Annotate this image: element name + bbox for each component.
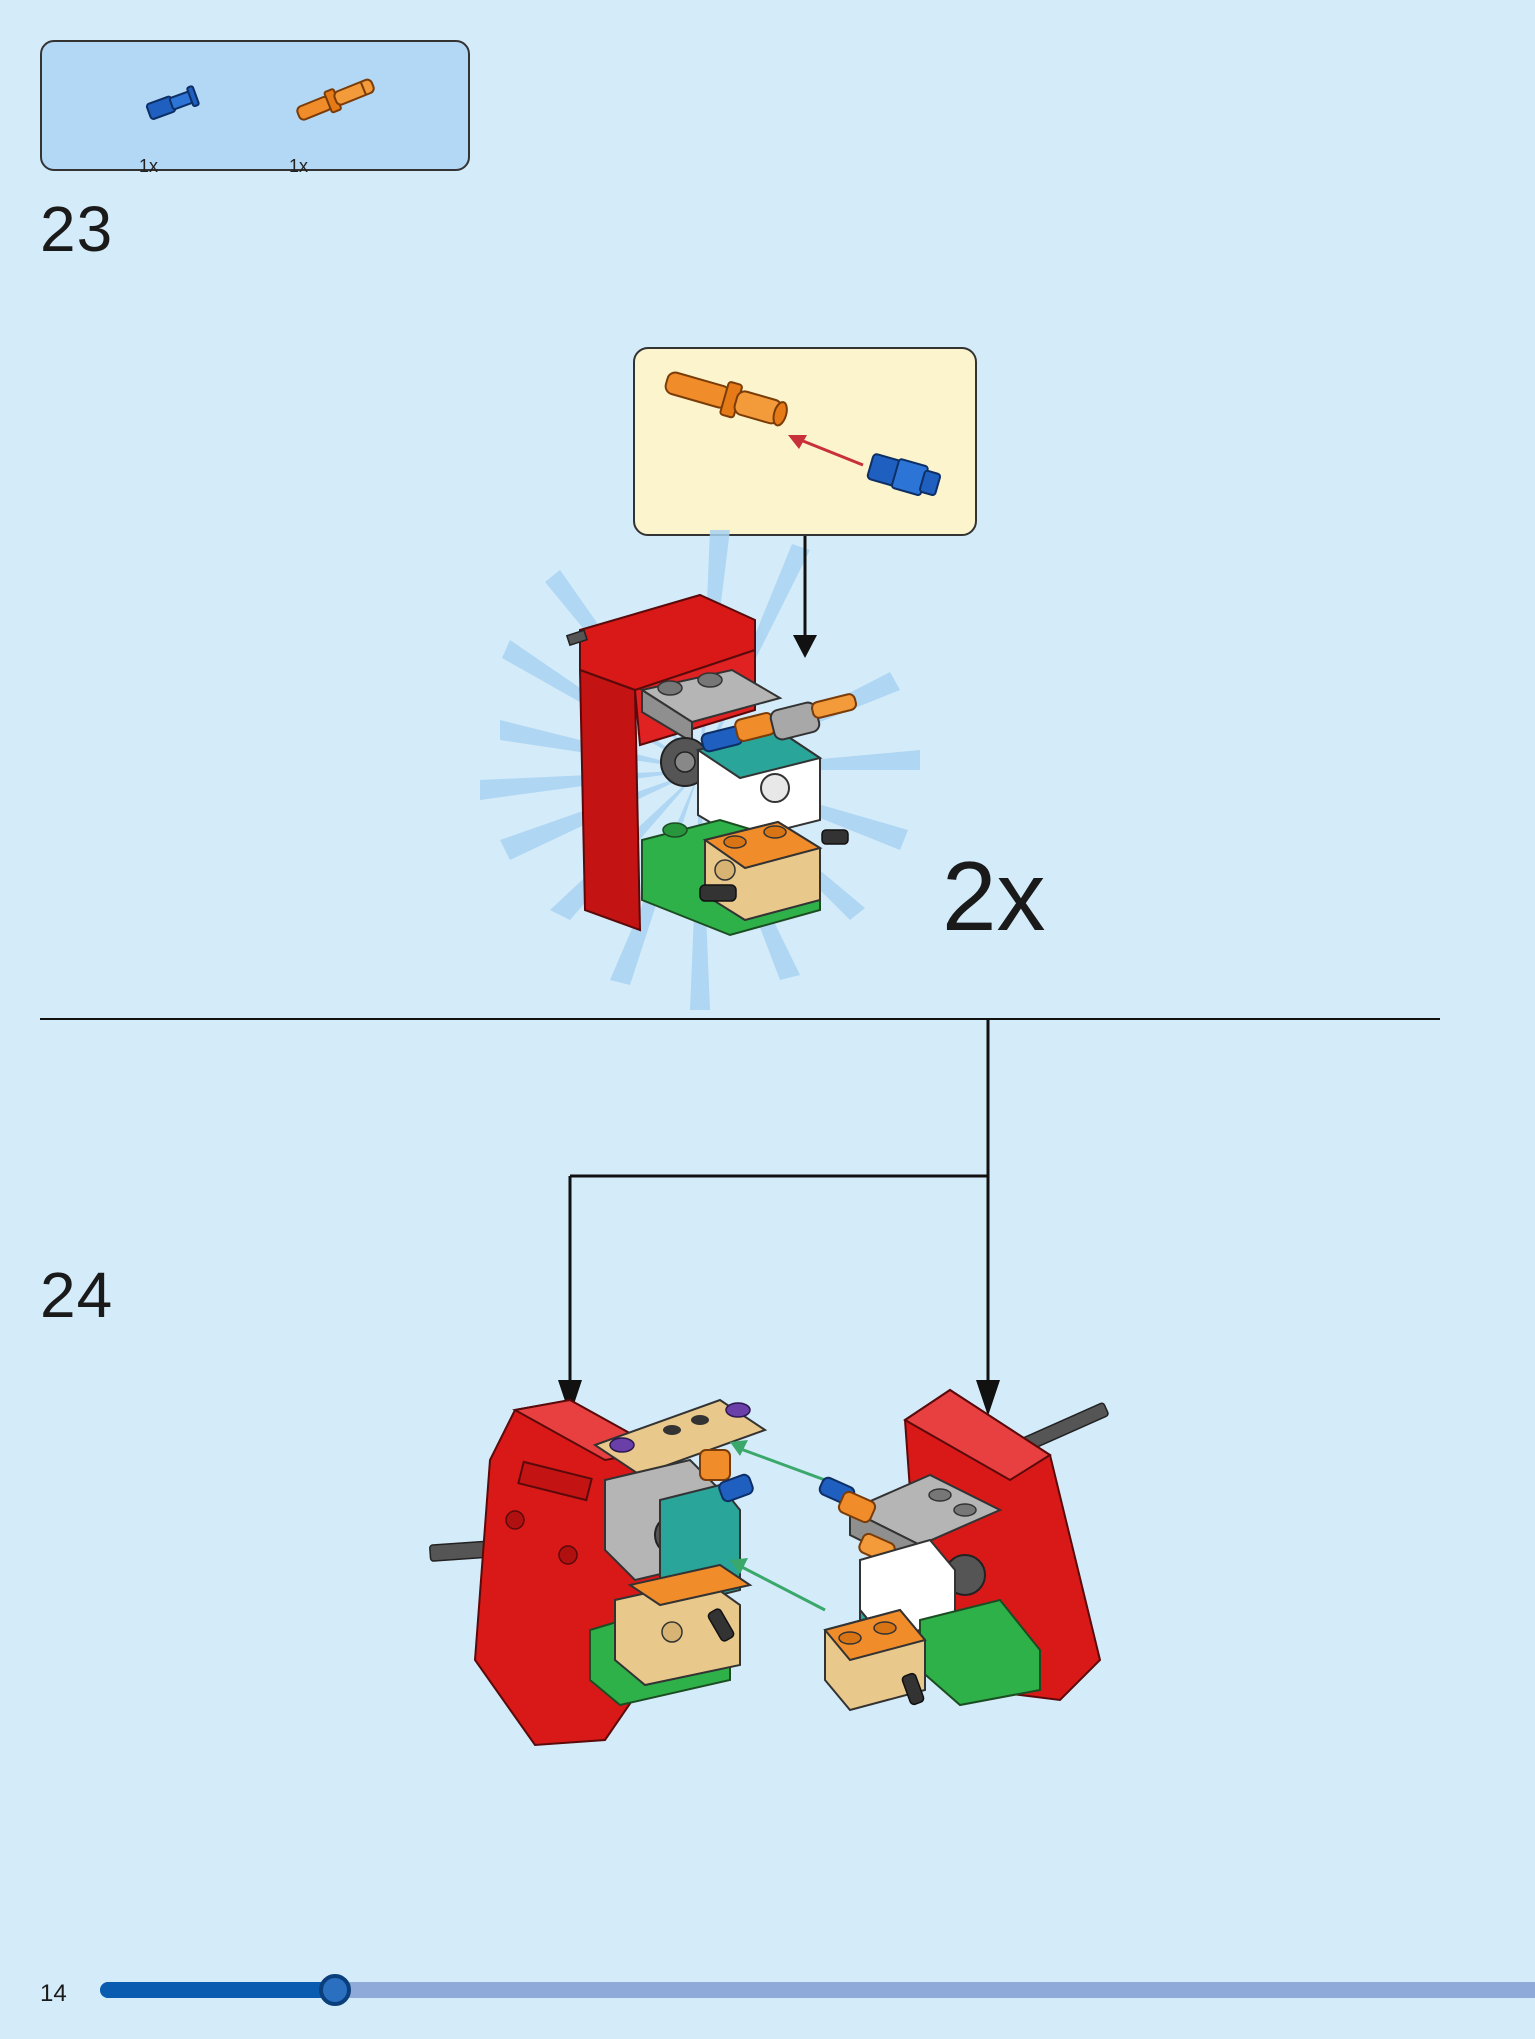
part-blue-axle-pin: 1x bbox=[137, 72, 217, 176]
step-23-model bbox=[480, 530, 920, 1010]
assembly-arrows bbox=[558, 1018, 1000, 1416]
step-number-23: 23 bbox=[40, 193, 114, 265]
part-qty: 1x bbox=[289, 156, 309, 176]
step-23-multiplier: 2x bbox=[942, 841, 1046, 951]
step-number-24: 24 bbox=[40, 1259, 114, 1331]
parts-list-box: 1x 1x bbox=[40, 40, 470, 176]
progress-knob bbox=[319, 1974, 352, 2006]
part-qty: 1x bbox=[139, 156, 159, 176]
step-24-model bbox=[429, 1388, 1109, 1747]
left-assembly bbox=[429, 1398, 768, 1747]
page-number: 14 bbox=[40, 1980, 67, 2007]
blue-axle-pin-icon bbox=[145, 85, 200, 120]
step-divider bbox=[40, 1018, 1440, 1020]
blue-axle-pin-icon bbox=[866, 453, 942, 496]
progress-fill bbox=[100, 1982, 336, 1998]
step-23-callout bbox=[633, 347, 977, 536]
orange-long-pin-icon bbox=[296, 78, 375, 121]
right-assembly bbox=[818, 1388, 1109, 1712]
progress-track bbox=[100, 1982, 1535, 1998]
part-orange-long-pin: 1x bbox=[287, 62, 397, 176]
orange-long-pin-icon bbox=[664, 371, 788, 427]
